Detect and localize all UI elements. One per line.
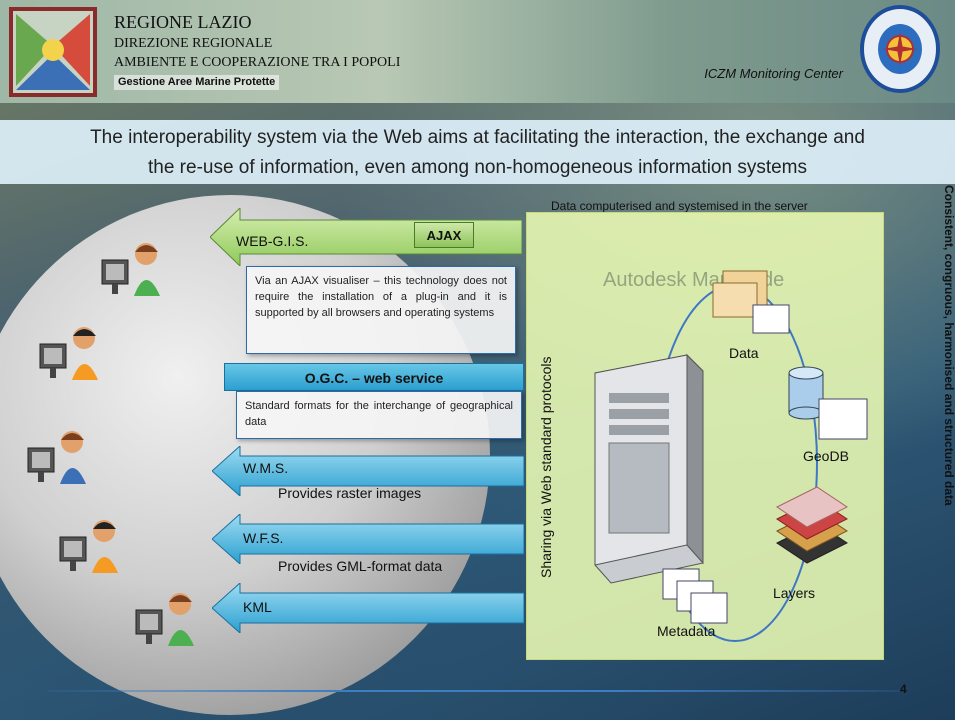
intro-banner: The interoperability system via the Web … [0,120,955,184]
wms-arrow [212,446,524,496]
region-logo [9,7,97,97]
user-computer-icon [135,593,194,646]
server-panel: Autodesk MapGuide [526,212,884,660]
intro-line-2: the re-use of information, even among no… [147,157,808,178]
structured-data-label: Consistent, congruous, harmonised and st… [942,185,955,506]
header-unit: Gestione Aree Marine Protette [114,75,280,90]
server-icon [594,353,704,584]
center-name: ICZM Monitoring Center [704,66,843,81]
node-data: Data [729,345,759,361]
server-caption: Data computerised and systemised in the … [551,199,808,213]
layers-icon [776,486,848,564]
sharing-vertical-label: Sharing via Web standard protocols [538,356,554,578]
header-department: AMBIENTE E COOPERAZIONE TRA I POPOLI [114,55,401,70]
node-metadata: Metadata [657,623,716,639]
kml-label: KML [243,599,272,615]
user-computer-icon [27,431,86,484]
webgis-label: WEB-G.I.S. [236,233,309,249]
wms-label: W.M.S. [243,460,289,476]
user-computer-icon [39,327,98,380]
wfs-description: Provides GML-format data [278,558,443,574]
wms-description: Provides raster images [278,485,422,501]
header-title: REGIONE LAZIO [114,12,252,32]
page-number: 4 [900,682,907,696]
data-folder-icon [712,270,790,334]
kml-arrow [212,583,524,633]
footer-divider [48,690,900,692]
ogc-web-service-bar: O.G.C. – web service [224,363,524,391]
intro-line-1: The interoperability system via the Web … [90,127,865,148]
ogc-description: Standard formats for the interchange of … [245,400,513,428]
header-directorate: DIREZIONE REGIONALE [114,36,273,51]
node-geodb: GeoDB [803,448,849,464]
wfs-label: W.F.S. [243,530,284,546]
monitoring-center-seal [860,5,940,93]
database-icon [788,366,868,440]
user-computer-icon [59,520,118,573]
ajax-description-box: Via an AJAX visualiser – this technology… [246,266,516,354]
node-layers: Layers [773,585,816,601]
metadata-table-icon [662,568,728,624]
data-flow-diagram [594,270,868,642]
wfs-arrow [212,514,524,564]
user-computer-icon [101,243,160,296]
ajax-description: Via an AJAX visualiser – this technology… [255,275,507,319]
ajax-badge: AJAX [414,222,474,248]
ogc-description-box: Standard formats for the interchange of … [236,391,522,439]
